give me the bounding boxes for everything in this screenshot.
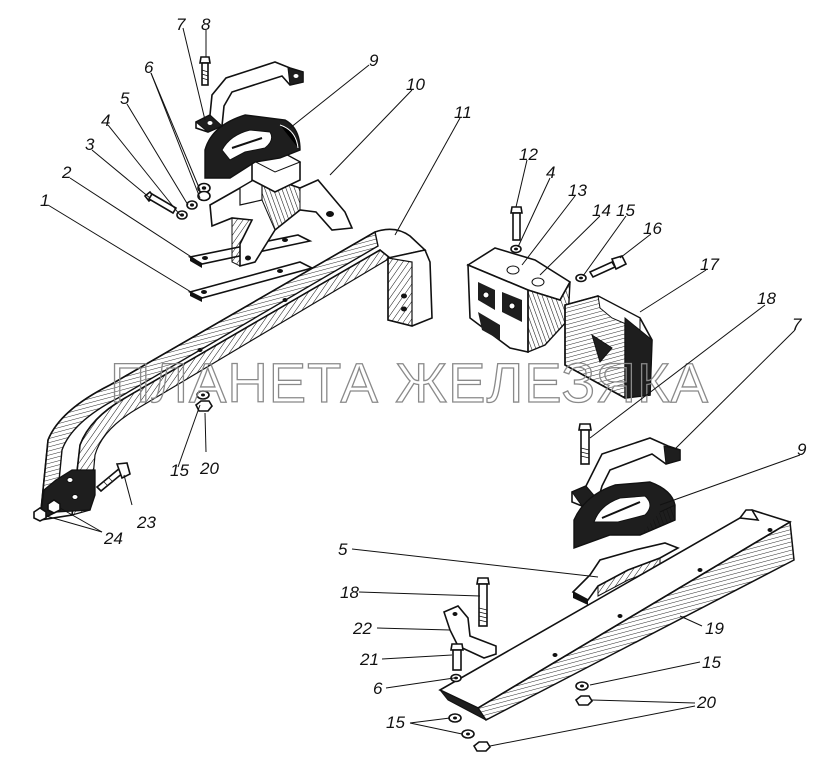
bolt-21	[450, 643, 464, 671]
support-block-13-14	[466, 247, 572, 354]
callout-6: 6	[144, 58, 154, 77]
callout-15-center: 15	[170, 461, 189, 480]
washer-4-right	[510, 244, 522, 254]
washer-15-right	[575, 273, 587, 283]
bolt-12	[510, 206, 523, 241]
callout-15-right: 15	[616, 201, 635, 220]
callout-10: 10	[406, 75, 425, 94]
callout-8: 8	[201, 15, 211, 34]
callout-2: 2	[61, 163, 72, 182]
callout-24: 24	[103, 529, 123, 548]
bolt-18-lower	[476, 577, 490, 627]
washer-15-center	[196, 390, 210, 400]
callout-11: 11	[454, 103, 472, 122]
callout-17: 17	[700, 255, 719, 274]
strap-clamp-7-upper	[195, 61, 304, 133]
front-crossmember	[39, 228, 433, 522]
bolt-8	[199, 56, 211, 86]
rear-crossmember-19	[438, 509, 795, 721]
callout-22: 22	[352, 619, 372, 638]
callout-labels: 1 2 3 4 5 6 7 8 9 10 11 12 4 13 14 15 16…	[40, 15, 807, 732]
callout-4: 4	[101, 111, 110, 130]
bolt-16	[588, 255, 628, 279]
washer-4-upper	[176, 210, 188, 220]
callout-18-lower: 18	[340, 583, 359, 602]
watermark-text: ПЛАНЕТА ЖЕЛЕЗЯКА	[110, 351, 709, 414]
callout-9-lower: 9	[797, 440, 807, 459]
rubber-cushion-9-upper	[204, 114, 301, 179]
callout-13: 13	[568, 181, 587, 200]
callout-1: 1	[40, 191, 49, 210]
bolt-18-right	[578, 423, 592, 465]
callout-21: 21	[359, 650, 379, 669]
bolt-3	[143, 190, 178, 215]
mounting-bracket-10	[209, 149, 354, 268]
leader-lines	[45, 27, 801, 747]
callout-20-lower: 20	[696, 693, 716, 712]
rubber-cushion-9-lower	[573, 481, 676, 549]
callout-5-lower: 5	[338, 540, 348, 559]
nut-24	[33, 499, 61, 522]
callout-3: 3	[85, 135, 95, 154]
callout-7: 7	[176, 15, 186, 34]
callout-12: 12	[519, 145, 538, 164]
callout-20-center: 20	[199, 459, 219, 478]
callout-23: 23	[136, 513, 156, 532]
callout-14: 14	[592, 201, 611, 220]
callout-7-lower: 7	[792, 315, 802, 334]
mount-bracket-17	[564, 295, 653, 400]
washer-6-upper	[197, 182, 211, 202]
spacer-plate-1	[187, 261, 315, 302]
washer-6-lower	[450, 673, 462, 683]
callout-9: 9	[369, 51, 379, 70]
callout-18-right: 18	[757, 289, 776, 308]
washer-5-upper	[186, 200, 198, 210]
washers-nuts-lower	[448, 681, 594, 752]
callout-19: 19	[705, 619, 724, 638]
callout-16: 16	[643, 219, 662, 238]
bracket-22	[443, 605, 497, 659]
callout-15-lower-right: 15	[702, 653, 721, 672]
nut-20-center	[194, 400, 213, 412]
callout-5: 5	[120, 89, 130, 108]
callout-4-right: 4	[546, 163, 555, 182]
bolt-23	[95, 462, 131, 493]
callout-15-lower-left: 15	[386, 713, 405, 732]
callout-6-lower: 6	[373, 679, 383, 698]
